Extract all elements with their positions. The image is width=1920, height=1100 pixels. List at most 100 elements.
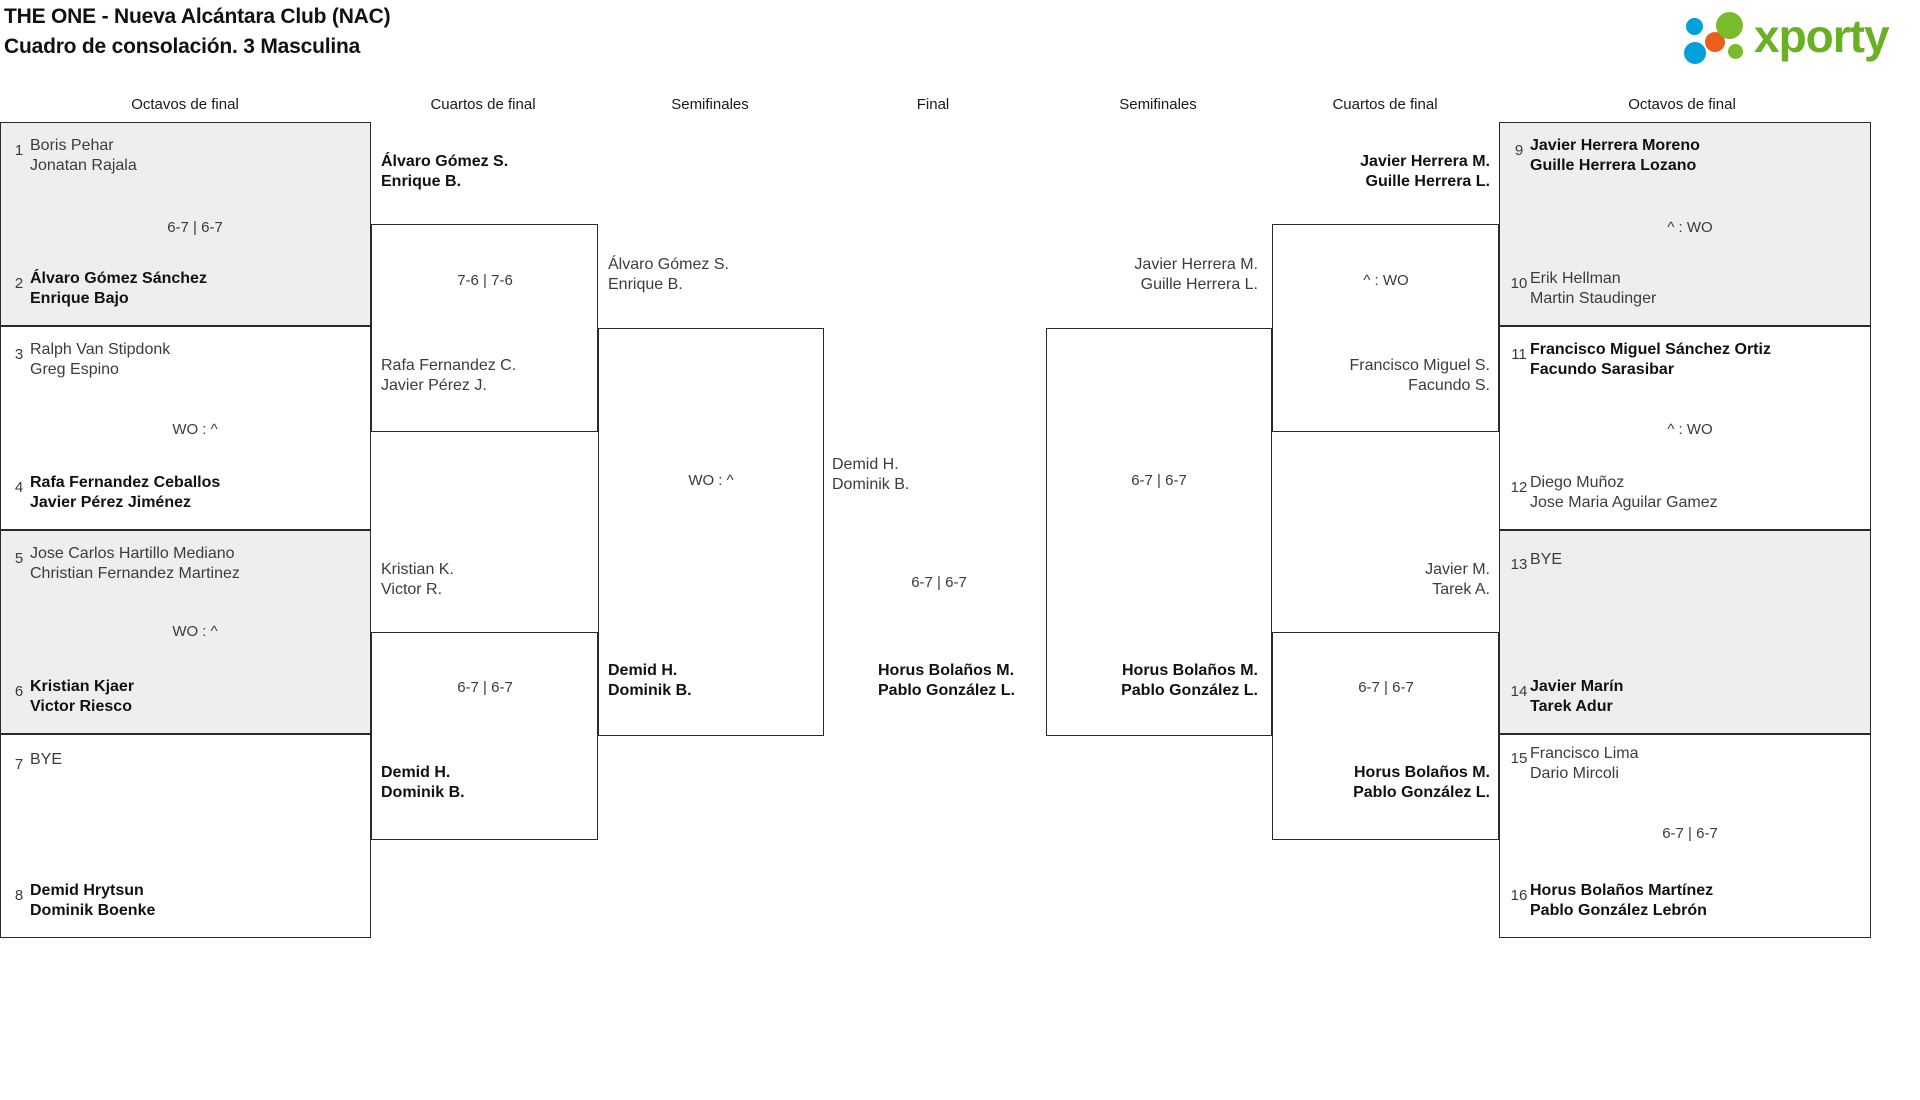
list-item[interactable]: 14 Javier Marín Tarek Adur <box>1508 677 1624 717</box>
player-2: Jose Maria Aguilar Gamez <box>1530 494 1718 511</box>
team-names: Horus Bolaños M. Pablo González L. <box>1353 763 1490 803</box>
team-names: Diego Muñoz Jose Maria Aguilar Gamez <box>1530 473 1718 513</box>
cuartos-box-right-2[interactable] <box>1272 632 1499 840</box>
match-score: 7-6 | 7-6 <box>457 272 513 289</box>
player-1: Kristian K. <box>381 561 454 578</box>
player-2: Pablo González Lebrón <box>1530 902 1707 919</box>
semis-box-right[interactable] <box>1046 328 1272 736</box>
player-1: Ralph Van Stipdonk <box>30 341 171 358</box>
team-names: Horus Bolaños M. Pablo González L. <box>878 661 1015 701</box>
page-title: THE ONE - Nueva Alcántara Club (NAC) Cua… <box>4 2 391 62</box>
match-score: 6-7 | 6-7 <box>167 219 223 236</box>
player-1: Diego Muñoz <box>1530 474 1625 491</box>
seed-number: 16 <box>1510 887 1528 904</box>
list-item[interactable]: 8 Demid Hrytsun Dominik Boenke <box>8 881 156 921</box>
player-2: Christian Fernandez Martinez <box>30 565 240 582</box>
player-1: Francisco Lima <box>1530 745 1639 762</box>
match-score: ^ : WO <box>1363 272 1409 289</box>
seed-number: 13 <box>1510 556 1528 573</box>
team-names: Javier M. Tarek A. <box>1425 560 1490 600</box>
match-score: ^ : WO <box>1667 421 1713 438</box>
player-2: Martin Staudinger <box>1530 290 1657 307</box>
match-score: 6-7 | 6-7 <box>1131 472 1187 489</box>
match-score: 6-7 | 6-7 <box>457 679 513 696</box>
player-2: Javier Pérez Jiménez <box>30 494 191 511</box>
list-item[interactable]: 10 Erik Hellman Martin Staudinger <box>1508 269 1657 309</box>
player-2: Tarek Adur <box>1530 698 1613 715</box>
logo-wordmark: xporty <box>1754 10 1890 62</box>
seed-number: 10 <box>1510 275 1528 292</box>
list-item[interactable]: 5 Jose Carlos Hartillo Mediano Christian… <box>8 544 240 584</box>
seed-number: 8 <box>14 887 24 904</box>
list-item[interactable]: 15 Francisco Lima Dario Mircoli <box>1508 744 1639 784</box>
player-1: Boris Pehar <box>30 137 114 154</box>
match-score: WO : ^ <box>172 623 218 640</box>
round-header-left-octavos: Octavos de final <box>131 96 239 113</box>
list-item[interactable]: 3 Ralph Van Stipdonk Greg Espino <box>8 340 170 380</box>
list-item[interactable]: 6 Kristian Kjaer Victor Riesco <box>8 677 134 717</box>
team-names: Javier Herrera Moreno Guille Herrera Loz… <box>1530 136 1700 176</box>
logo-dot-green-sm <box>1728 44 1743 59</box>
player-1: BYE <box>30 751 63 768</box>
player-1: Horus Bolaños M. <box>878 662 1015 679</box>
octavos-block-1-2[interactable] <box>0 122 371 326</box>
seed-number: 14 <box>1510 683 1528 700</box>
semis-box-left[interactable] <box>598 328 824 736</box>
player-1: Rafa Fernandez Ceballos <box>30 474 221 491</box>
list-item[interactable]: 7 BYE <box>8 750 62 773</box>
player-1: Álvaro Gómez S. <box>608 256 729 273</box>
player-1: Rafa Fernandez C. <box>381 357 517 374</box>
player-2: Facundo Sarasibar <box>1530 361 1675 378</box>
team-names: Francisco Miguel Sánchez Ortiz Facundo S… <box>1530 340 1771 380</box>
octavos-block-13-14[interactable] <box>1499 530 1871 734</box>
player-2: Dominik Boenke <box>30 902 156 919</box>
player-2: Enrique B. <box>381 173 462 190</box>
logo-dot-green-big <box>1716 12 1743 39</box>
list-item[interactable]: 16 Horus Bolaños Martínez Pablo González… <box>1508 881 1713 921</box>
list-item[interactable]: 4 Rafa Fernandez Ceballos Javier Pérez J… <box>8 473 220 513</box>
list-item[interactable]: 2 Álvaro Gómez Sánchez Enrique Bajo <box>8 269 207 309</box>
seed-number: 9 <box>1514 142 1524 159</box>
logo-dot-blue-bot <box>1684 42 1706 64</box>
seed-number: 7 <box>14 756 24 773</box>
team-names: Álvaro Gómez S. Enrique B. <box>608 255 729 295</box>
team-names: Demid H. Dominik B. <box>832 455 909 495</box>
octavos-block-15-16[interactable] <box>1499 734 1871 938</box>
player-2: Guille Herrera L. <box>1140 276 1258 293</box>
list-item[interactable]: 9 Javier Herrera Moreno Guille Herrera L… <box>1508 136 1700 176</box>
list-item[interactable]: 11 Francisco Miguel Sánchez Ortiz Facund… <box>1508 340 1771 380</box>
cuartos-box-right-1[interactable] <box>1272 224 1499 432</box>
team-names: Francisco Lima Dario Mircoli <box>1530 744 1638 784</box>
list-item[interactable]: 1 Boris Pehar Jonatan Rajala <box>8 136 137 176</box>
team-names: Jose Carlos Hartillo Mediano Christian F… <box>30 544 240 584</box>
team-names: Demid Hrytsun Dominik Boenke <box>30 881 155 921</box>
seed-number: 1 <box>14 142 24 159</box>
player-1: Demid H. <box>608 662 678 679</box>
seed-number: 11 <box>1511 346 1527 363</box>
octavos-block-9-10[interactable] <box>1499 122 1871 326</box>
octavos-block-7-8[interactable] <box>0 734 371 938</box>
cuartos-box-left-2[interactable] <box>371 632 598 840</box>
player-2: Pablo González L. <box>1121 682 1258 699</box>
round-header-left-cuartos: Cuartos de final <box>430 96 536 113</box>
player-2: Guille Herrera L. <box>1365 173 1491 190</box>
list-item[interactable]: 12 Diego Muñoz Jose Maria Aguilar Gamez <box>1508 473 1718 513</box>
round-header-right-cuartos: Cuartos de final <box>1332 96 1438 113</box>
match-score: 6-7 | 6-7 <box>1358 679 1414 696</box>
player-2: Dominik B. <box>381 784 465 801</box>
player-2: Jonatan Rajala <box>30 157 137 174</box>
team-names: Francisco Miguel S. Facundo S. <box>1350 356 1491 396</box>
list-item[interactable]: 13 BYE <box>1508 550 1562 573</box>
octavos-block-5-6[interactable] <box>0 530 371 734</box>
player-2: Dominik B. <box>832 476 910 493</box>
octavos-block-3-4[interactable] <box>0 326 371 530</box>
round-header-left-semis: Semifinales <box>671 96 749 113</box>
player-2: Dario Mircoli <box>1530 765 1619 782</box>
team-names: Horus Bolaños Martínez Pablo González Le… <box>1530 881 1713 921</box>
cuartos-box-left-1[interactable] <box>371 224 598 432</box>
draw-subtitle: Cuadro de consolación. 3 Masculina <box>4 35 361 58</box>
team-names: Kristian Kjaer Victor Riesco <box>30 677 134 717</box>
player-2: Victor Riesco <box>30 698 132 715</box>
octavos-block-11-12[interactable] <box>1499 326 1871 530</box>
